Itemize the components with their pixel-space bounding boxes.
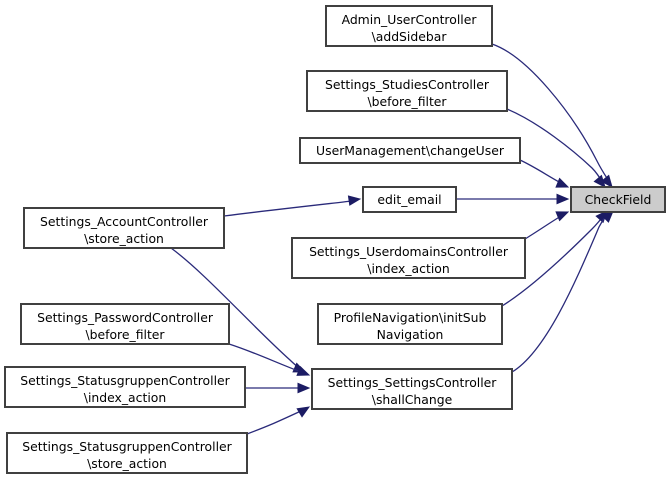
node-label-line1: Admin_UserController xyxy=(342,12,478,27)
node-box[interactable] xyxy=(317,303,503,345)
arrowhead-icon xyxy=(593,174,606,188)
arrowhead-icon xyxy=(555,211,570,222)
node-settings-studies-controller-before-filter[interactable]: Settings_StudiesController \before_filter xyxy=(306,70,508,112)
node-check-field-target[interactable]: CheckField xyxy=(570,186,666,213)
node-label-line1: CheckField xyxy=(585,192,652,207)
arrowhead-icon xyxy=(555,177,570,188)
node-label-line1: Settings_StudiesController xyxy=(325,77,490,92)
edge-path xyxy=(511,211,610,373)
node-box[interactable] xyxy=(6,432,248,474)
node-label-line1: Settings_StatusgruppenController xyxy=(22,439,232,454)
node-label-line2: \before_filter xyxy=(367,94,447,109)
node-box[interactable] xyxy=(299,137,521,164)
node-label-line1: ProfileNavigation\initSub xyxy=(334,310,487,325)
arrowhead-icon xyxy=(297,382,311,394)
edge-path xyxy=(223,200,353,217)
node-box[interactable] xyxy=(306,70,508,112)
node-settings-settings-controller-shallchange[interactable]: Settings_SettingsController \shallChange xyxy=(311,368,513,410)
node-admin-user-controller-addsidebar[interactable]: Admin_UserController \addSidebar xyxy=(325,5,493,47)
node-label-line2: \store_action xyxy=(87,456,167,471)
node-label-line2: \index_action xyxy=(367,261,449,276)
node-label-line2: \store_action xyxy=(84,231,164,246)
node-label-line2: \addSidebar xyxy=(372,29,448,44)
node-label-line1: Settings_SettingsController xyxy=(328,375,498,390)
edge-settings-statusgruppen-store-to-settings-settings xyxy=(246,406,311,435)
arrowhead-icon xyxy=(296,406,311,418)
node-label-line1: Settings_AccountController xyxy=(40,214,209,229)
node-settings-password-controller-before-filter[interactable]: Settings_PasswordController \before_filte… xyxy=(20,303,230,345)
edge-path xyxy=(491,43,611,184)
edge-settings-password-to-settings-settings xyxy=(228,343,311,376)
node-box[interactable] xyxy=(4,366,246,408)
node-settings-userdomains-controller-index-action[interactable]: Settings_UserdomainsController \index_act… xyxy=(291,237,526,279)
edge-settings-account-to-edit-email xyxy=(223,195,362,217)
nodes-layer: Admin_UserController \addSidebarSettings_… xyxy=(4,5,666,474)
node-label-line1: Settings_UserdomainsController xyxy=(309,244,509,259)
edge-path xyxy=(519,159,562,184)
edge-user-management-to-checkfield xyxy=(519,159,570,188)
node-label-line1: UserManagement\changeUser xyxy=(316,143,505,158)
edge-settings-settings-controller-to-checkfield xyxy=(511,210,614,373)
node-box[interactable] xyxy=(291,237,526,279)
arrowhead-icon xyxy=(296,365,311,376)
node-box[interactable] xyxy=(570,186,666,213)
node-settings-account-controller-store-action[interactable]: Settings_AccountController \store_action xyxy=(23,207,225,249)
node-box[interactable] xyxy=(311,368,513,410)
edge-path xyxy=(246,410,302,435)
node-box[interactable] xyxy=(362,186,457,213)
edge-path xyxy=(524,215,562,240)
node-label-line1: edit_email xyxy=(377,192,441,207)
node-settings-statusgruppen-controller-index-action[interactable]: Settings_StatusgruppenController \index_a… xyxy=(4,366,246,408)
arrowhead-icon xyxy=(601,210,614,223)
node-box[interactable] xyxy=(23,207,225,249)
node-label-line2: Navigation xyxy=(377,327,444,342)
arrowhead-icon xyxy=(347,195,362,206)
arrowhead-icon xyxy=(556,193,570,205)
node-settings-statusgruppen-controller-store-action[interactable]: Settings_StatusgruppenController \store_a… xyxy=(6,432,248,474)
node-user-management-change-user[interactable]: UserManagement\changeUser xyxy=(299,137,521,164)
edges-layer xyxy=(170,43,614,435)
edge-path xyxy=(228,343,302,373)
edge-settings-studies-controller-to-checkfield xyxy=(506,108,606,188)
node-label-line2: \index_action xyxy=(84,390,166,405)
node-label-line2: \before_filter xyxy=(85,327,165,342)
node-box[interactable] xyxy=(20,303,230,345)
edge-admin-user-controller-to-checkfield xyxy=(491,43,613,189)
edge-edit-email-to-checkfield xyxy=(456,193,570,205)
node-edit-email[interactable]: edit_email xyxy=(362,186,457,213)
edge-settings-statusgruppen-index-to-settings-settings xyxy=(245,382,311,394)
arrowhead-icon xyxy=(600,174,613,189)
edge-settings-userdomains-to-checkfield xyxy=(524,211,570,240)
node-label-line1: Settings_PasswordController xyxy=(37,310,214,325)
node-label-line2: \shallChange xyxy=(372,392,452,407)
node-label-line1: Settings_StatusgruppenController xyxy=(20,373,230,388)
node-box[interactable] xyxy=(325,5,493,47)
